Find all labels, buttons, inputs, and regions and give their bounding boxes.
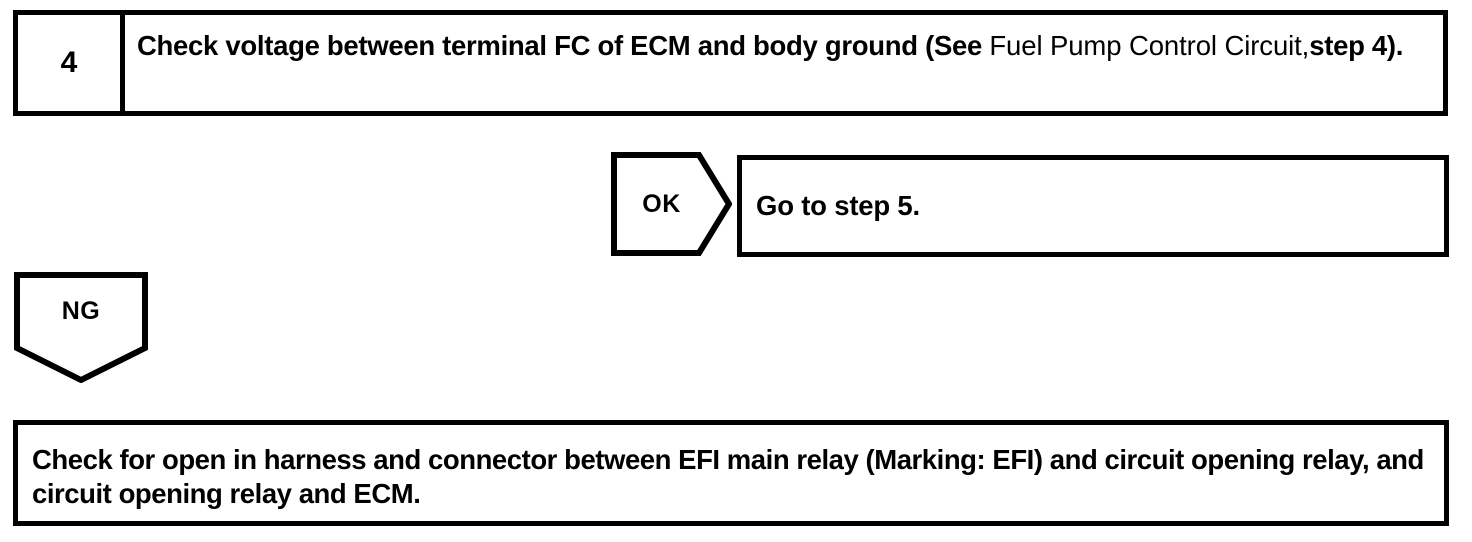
ng-branch-arrow <box>14 272 148 383</box>
ng-result-box: Check for open in harness and connector … <box>13 420 1449 526</box>
ok-result-box: Go to step 5. <box>737 155 1449 257</box>
instruction-segment-tail: step 4). <box>1309 30 1404 61</box>
instruction-segment-reference: Fuel Pump Control Circuit, <box>989 30 1310 61</box>
step-4-row: 4 Check voltage between terminal FC of E… <box>13 10 1448 116</box>
step-number: 4 <box>60 46 78 79</box>
step-instruction-text: Check voltage between terminal FC of ECM… <box>137 29 1433 64</box>
step-number-cell: 4 <box>18 15 125 111</box>
ok-result-text: Go to step 5. <box>756 190 920 221</box>
step-instruction-cell: Check voltage between terminal FC of ECM… <box>125 15 1443 111</box>
ng-result-text: Check for open in harness and connector … <box>32 444 1424 510</box>
ok-branch-arrow <box>611 152 732 256</box>
instruction-segment-main: Check voltage between terminal FC of ECM… <box>137 30 990 61</box>
